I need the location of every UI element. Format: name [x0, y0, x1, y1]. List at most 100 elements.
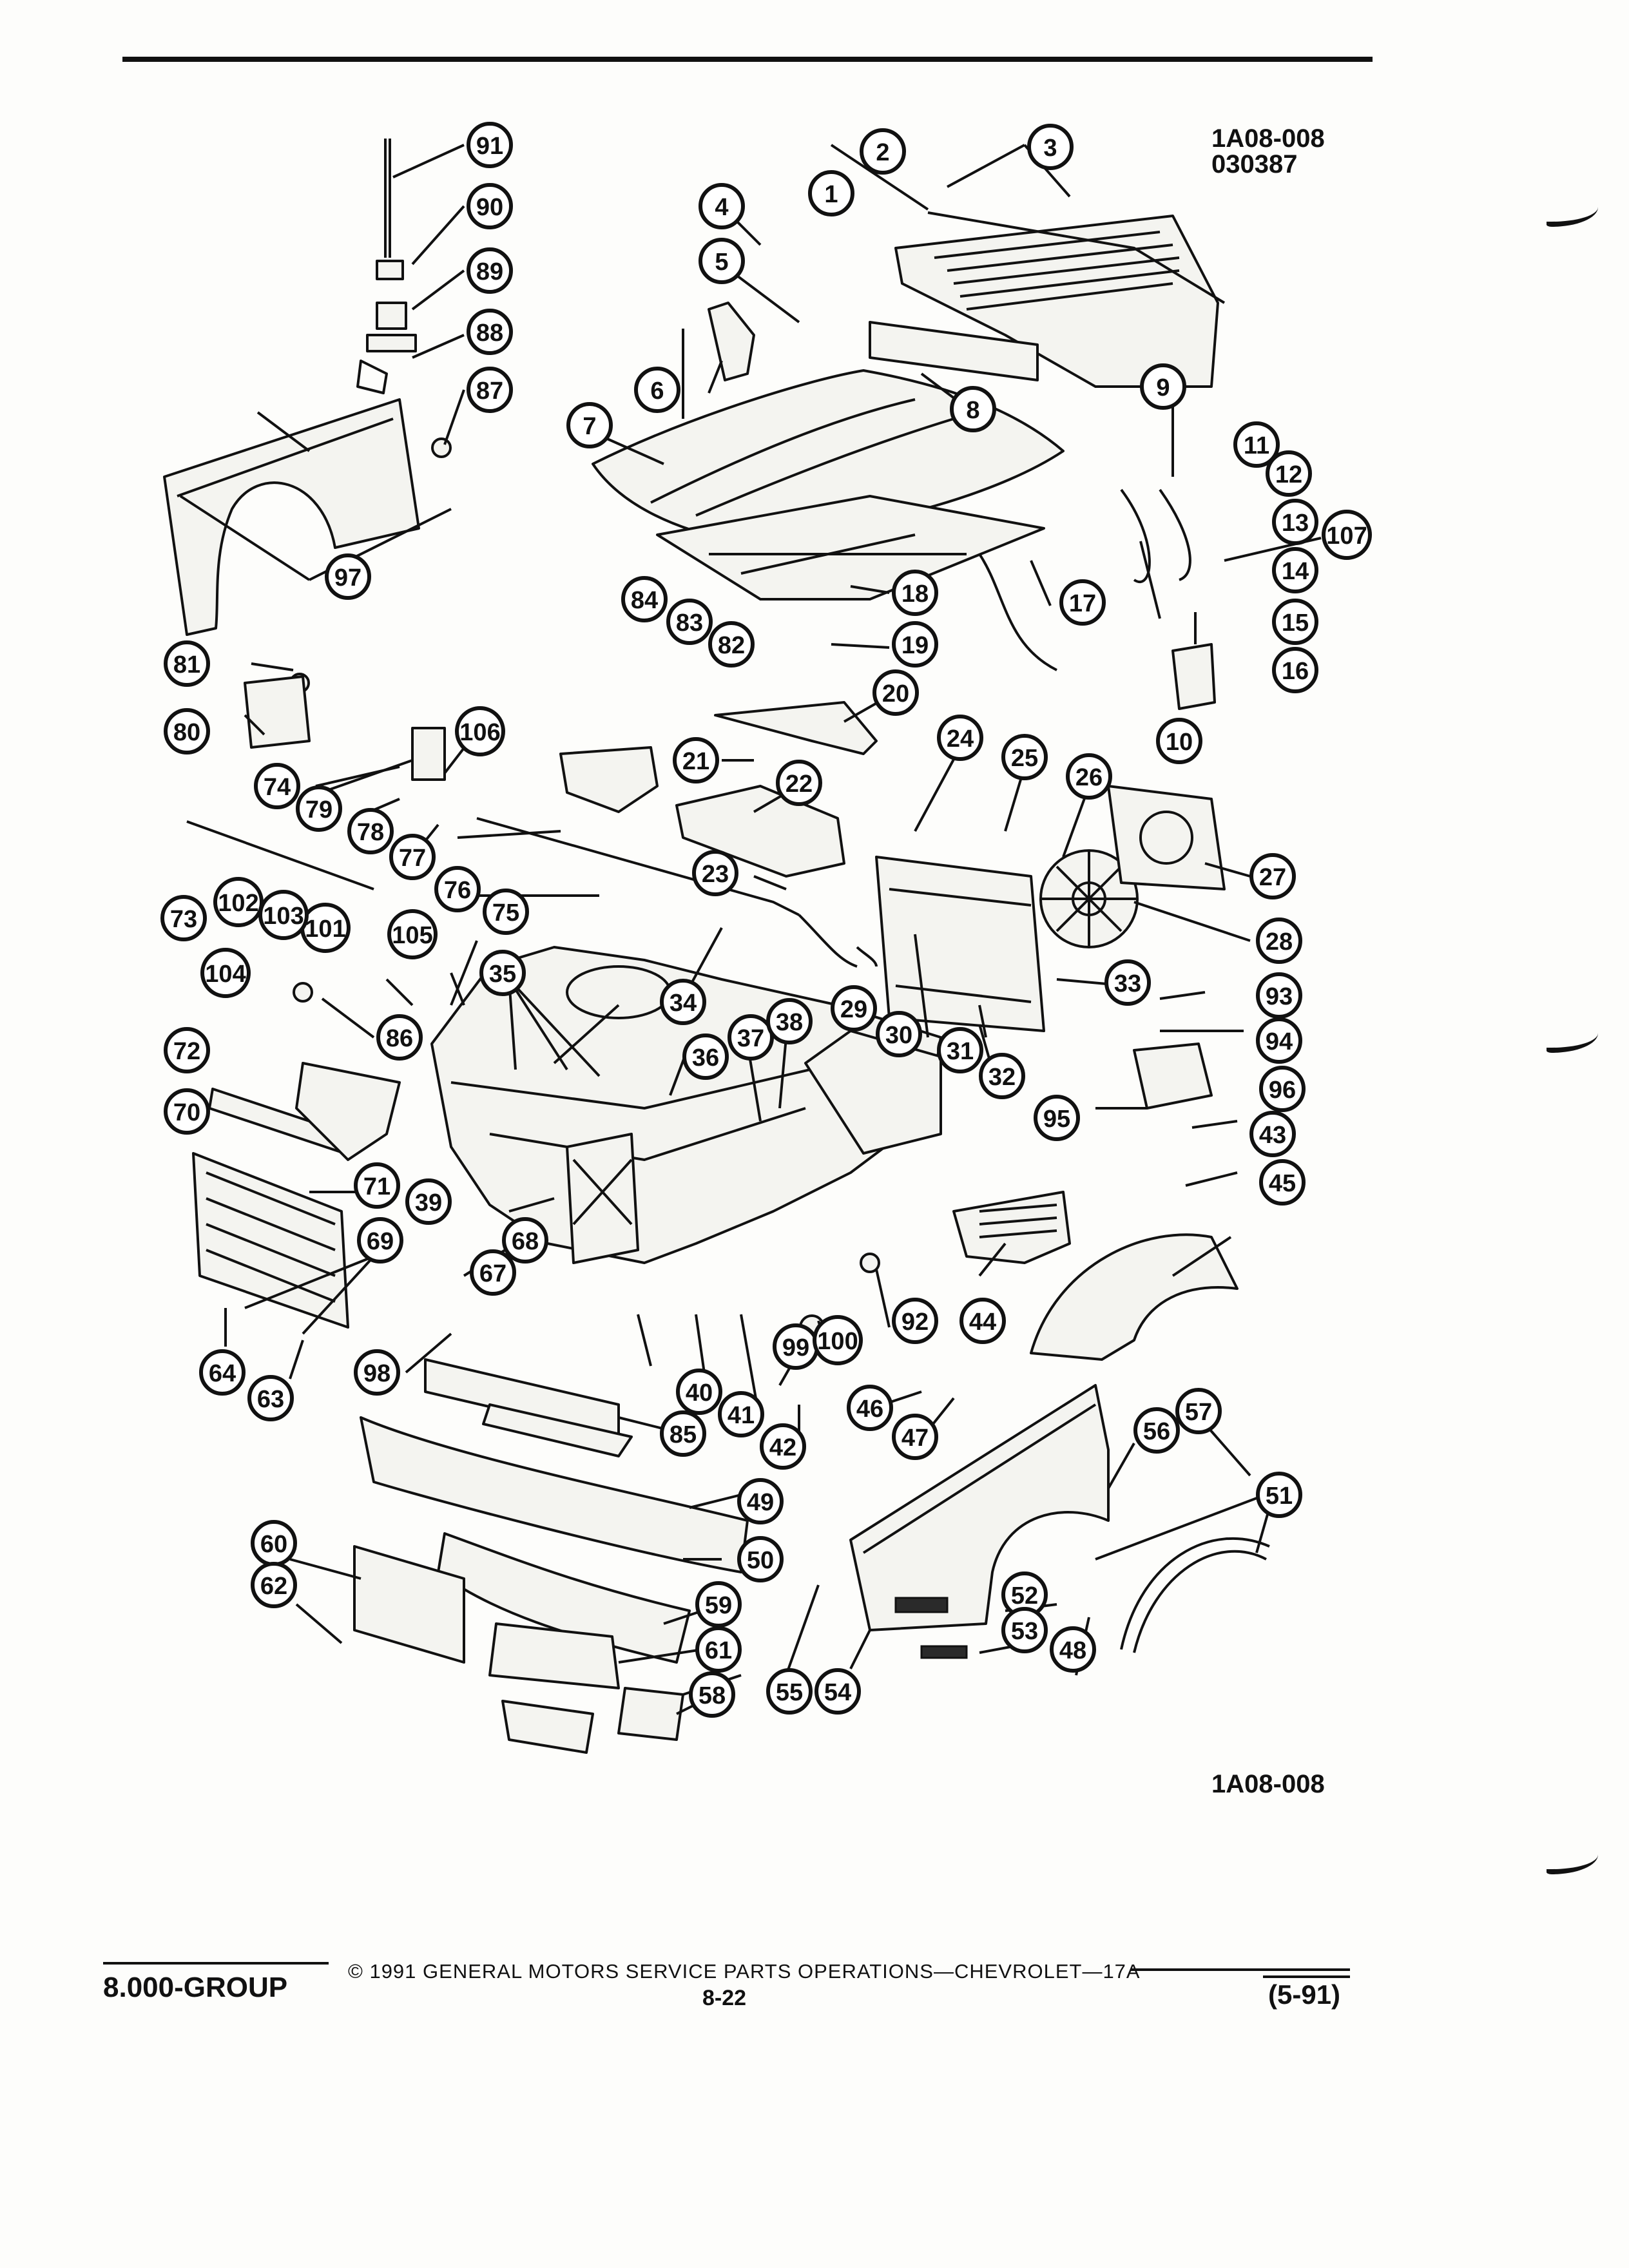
revision-date: (5-91) — [1268, 1979, 1341, 2010]
callout-number: 24 — [947, 726, 974, 753]
callout-number: 77 — [399, 845, 426, 872]
callout-46: 46 — [847, 1385, 893, 1431]
callout-27: 27 — [1249, 853, 1296, 899]
callout-90: 90 — [467, 183, 513, 229]
reference-code-top-sub: 030387 — [1211, 150, 1297, 178]
callout-number: 19 — [901, 632, 929, 659]
callout-54: 54 — [815, 1668, 861, 1715]
callout-number: 89 — [476, 258, 503, 285]
callout-83: 83 — [666, 599, 713, 645]
callout-14: 14 — [1272, 547, 1318, 593]
callout-number: 13 — [1282, 510, 1309, 537]
callout-74: 74 — [254, 763, 300, 809]
callout-19: 19 — [892, 621, 938, 668]
callout-38: 38 — [766, 998, 813, 1044]
callout-number: 87 — [476, 378, 503, 405]
callout-number: 75 — [492, 899, 519, 927]
callout-48: 48 — [1050, 1626, 1096, 1673]
callout-number: 40 — [686, 1379, 713, 1407]
callout-number: 72 — [173, 1038, 200, 1065]
callout-number: 85 — [670, 1421, 697, 1448]
callout-70: 70 — [164, 1088, 210, 1135]
callout-number: 34 — [670, 990, 697, 1017]
callout-number: 104 — [205, 961, 246, 988]
callout-number: 52 — [1011, 1582, 1038, 1610]
callout-102: 102 — [213, 877, 264, 927]
callout-number: 54 — [824, 1679, 851, 1706]
callout-number: 37 — [737, 1025, 764, 1052]
callout-72: 72 — [164, 1027, 210, 1073]
callout-57: 57 — [1175, 1388, 1222, 1434]
callout-number: 6 — [650, 378, 664, 405]
callout-45: 45 — [1259, 1159, 1306, 1206]
callout-104: 104 — [200, 948, 251, 998]
callout-number: 12 — [1275, 461, 1302, 488]
callout-number: 88 — [476, 320, 503, 347]
callout-number: 16 — [1282, 658, 1309, 685]
leader-lines — [179, 144, 1322, 1715]
callout-number: 10 — [1166, 729, 1193, 756]
callout-42: 42 — [760, 1423, 806, 1470]
callout-number: 67 — [479, 1260, 506, 1287]
callout-32: 32 — [979, 1053, 1025, 1099]
callout-number: 28 — [1266, 928, 1293, 956]
callout-40: 40 — [676, 1369, 722, 1415]
callout-51: 51 — [1256, 1472, 1302, 1518]
callout-number: 20 — [882, 680, 909, 707]
binding-mark-top — [1547, 205, 1598, 227]
callout-84: 84 — [621, 576, 668, 622]
callout-number: 35 — [489, 961, 516, 988]
callout-number: 33 — [1114, 970, 1141, 997]
callout-28: 28 — [1256, 918, 1302, 964]
callout-77: 77 — [389, 834, 436, 880]
callout-number: 56 — [1143, 1418, 1170, 1445]
callout-number: 93 — [1266, 983, 1293, 1010]
callout-39: 39 — [405, 1178, 452, 1225]
callout-number: 84 — [631, 587, 658, 614]
callout-3: 3 — [1027, 124, 1074, 170]
callout-number: 63 — [257, 1386, 284, 1413]
callout-number: 48 — [1059, 1637, 1086, 1664]
callout-number: 60 — [260, 1531, 287, 1558]
callout-number: 39 — [415, 1189, 442, 1216]
callout-94: 94 — [1256, 1017, 1302, 1064]
callout-number: 47 — [901, 1425, 929, 1452]
callout-number: 3 — [1043, 135, 1057, 162]
callout-number: 30 — [885, 1022, 912, 1049]
callout-34: 34 — [660, 979, 706, 1025]
callout-number: 97 — [334, 564, 361, 591]
callout-56: 56 — [1133, 1407, 1180, 1454]
callout-number: 78 — [357, 819, 384, 846]
callout-29: 29 — [831, 985, 877, 1032]
callout-92: 92 — [892, 1298, 938, 1344]
callout-98: 98 — [354, 1349, 400, 1396]
callout-number: 46 — [856, 1396, 883, 1423]
callout-number: 51 — [1266, 1483, 1293, 1510]
callout-8: 8 — [950, 386, 996, 432]
callout-37: 37 — [728, 1014, 774, 1061]
callout-number: 73 — [170, 906, 197, 933]
callout-13: 13 — [1272, 499, 1318, 545]
callout-33: 33 — [1104, 959, 1151, 1006]
callout-number: 5 — [715, 249, 728, 276]
callout-107: 107 — [1322, 510, 1372, 560]
callout-number: 14 — [1282, 558, 1309, 585]
callout-95: 95 — [1034, 1095, 1080, 1141]
part-drawings — [163, 139, 1283, 1754]
callout-87: 87 — [467, 367, 513, 413]
callout-82: 82 — [708, 621, 755, 668]
callout-55: 55 — [766, 1668, 813, 1715]
callout-103: 103 — [258, 890, 309, 940]
callout-number: 36 — [692, 1044, 719, 1072]
callout-number: 26 — [1075, 764, 1103, 791]
callout-4: 4 — [699, 183, 745, 229]
callout-50: 50 — [737, 1536, 784, 1582]
callout-67: 67 — [470, 1249, 516, 1296]
callout-number: 105 — [392, 922, 432, 949]
callout-number: 58 — [699, 1682, 726, 1709]
callout-number: 82 — [718, 632, 745, 659]
top-rule — [122, 57, 1373, 62]
